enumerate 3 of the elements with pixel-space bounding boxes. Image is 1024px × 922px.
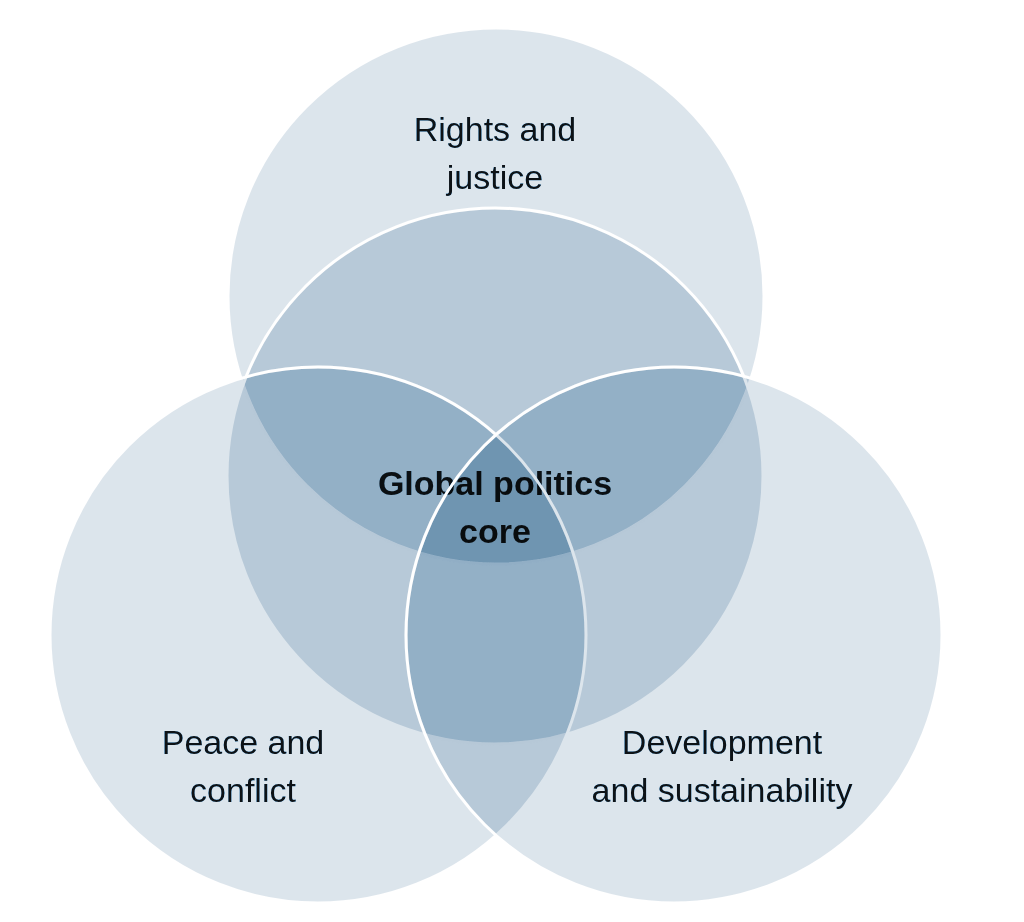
circle-label: Rights and justice [412, 109, 578, 198]
circle-label: Peace and conflict [160, 722, 326, 811]
circle-label: Development and sustainability [590, 722, 854, 811]
